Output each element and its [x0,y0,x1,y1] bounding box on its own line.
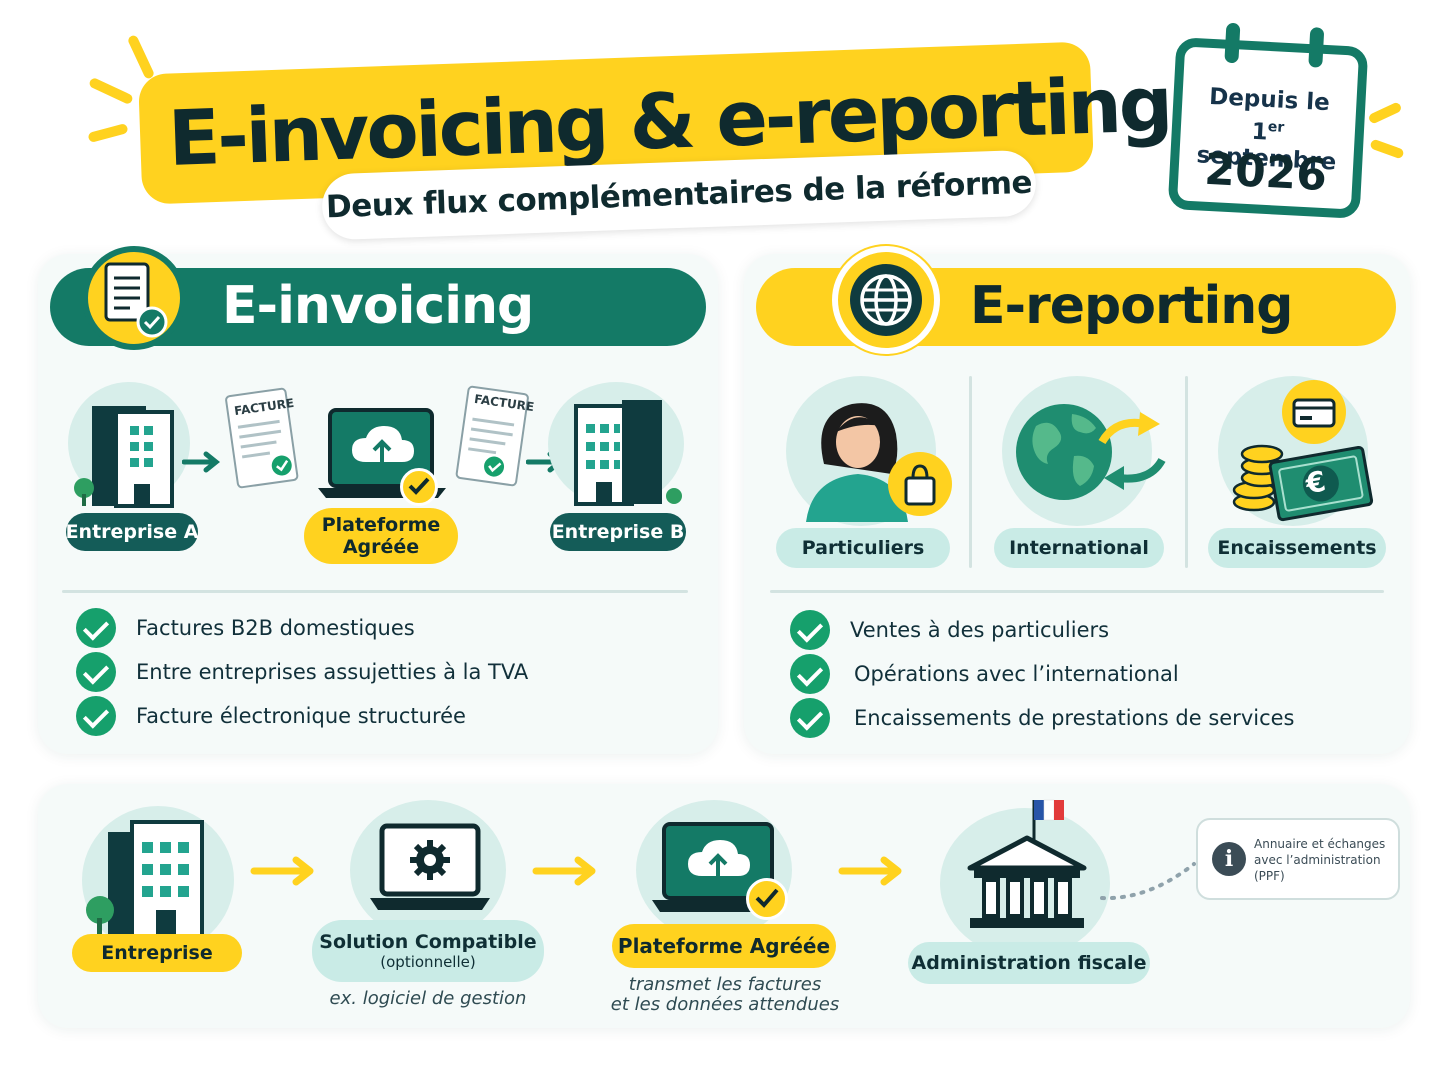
check-circle-icon [790,698,830,738]
category-encaissements: Encaissements [1208,528,1386,568]
list-item: Facture électronique structurée [76,694,528,738]
calendar-year: 2026 [1203,143,1329,202]
category-particuliers: Particuliers [776,528,950,568]
solution-note: ex. logiciel de gestion [329,988,527,1009]
solution-label: Solution Compatible (optionnelle) [312,920,544,982]
administration-label: Administration fiscale [908,942,1150,984]
check-circle-icon [76,652,116,692]
entreprise-b-label: Entreprise B [550,513,686,551]
bullet-text: Encaissements de prestations de services [854,706,1295,730]
plateforme-label-line-2: Agréée [342,536,420,558]
plateforme-note-line-1: transmet les factures [628,974,822,995]
document-check-icon [104,262,168,338]
check-circle-icon [790,610,830,650]
category-international: International [994,528,1164,568]
entreprise-label: Entreprise [72,934,242,972]
check-circle-icon [76,608,116,648]
sparkle-decoration [1369,138,1405,160]
category-divider [1185,376,1188,568]
person-shopping-icon [806,403,952,522]
calendar-ring [1224,22,1241,64]
ereporting-title: E-reporting [970,276,1294,336]
check-icon [408,477,430,495]
info-text: Annuaire et échanges avec l’administrati… [1254,837,1386,883]
government-building-icon [967,799,1087,928]
list-item: Factures B2B domestiques [76,606,528,650]
info-box: i Annuaire et échanges avec l’administra… [1196,818,1400,900]
einvoicing-bullet-list: Factures B2B domestiques Entre entrepris… [76,606,528,738]
sparkle-decoration [88,76,134,106]
building-icon [574,400,682,506]
plateforme-note-line-2: et les données attendues [610,994,840,1015]
info-icon: i [1212,842,1246,876]
calendar-ring [1308,27,1325,68]
bullet-text: Entre entreprises assujetties à la TVA [136,660,529,684]
solution-subtitle: (optionnelle) [380,953,476,971]
bullet-text: Opérations avec l’international [854,662,1179,686]
sparkle-decoration [87,122,129,144]
plateforme-label-line-1: Plateforme [321,514,441,536]
invoice-document-icon [225,387,299,489]
arrow-right-icon [532,856,596,886]
entreprise-a-label: Entreprise A [66,513,198,551]
arrow-right-icon [182,451,221,473]
globe-exchange-icon [1016,404,1166,500]
einvoicing-divider [62,590,688,593]
invoice-document-icon [455,385,529,487]
administration-circle [940,808,1110,958]
dotted-connector [1100,862,1196,901]
cash-card-icon [1232,380,1374,522]
building-icon [86,820,204,938]
einvoicing-title: E-invoicing [222,276,534,336]
calendar-badge: Depuis le 1er septembre 2026 [1167,22,1369,219]
platform-check-badge [746,878,788,920]
ereporting-divider [770,590,1384,593]
globe-icon [850,264,922,336]
laptop-cloud-icon [652,822,784,912]
check-circle-icon [76,696,116,736]
calendar-line-1: Depuis le [1208,83,1331,117]
list-item: Opérations avec l’international [790,652,1295,696]
einvoicing-header-circle [82,246,186,350]
category-divider [969,376,972,568]
ereporting-bullet-list: Ventes à des particuliers Opérations ave… [790,608,1295,740]
list-item: Encaissements de prestations de services [790,696,1295,740]
sparkle-decoration [1367,101,1403,125]
arrow-right-icon [250,856,314,886]
check-circle-icon [790,654,830,694]
bullet-text: Ventes à des particuliers [850,618,1110,642]
list-item: Entre entreprises assujetties à la TVA [76,650,528,694]
list-item: Ventes à des particuliers [790,608,1295,652]
plateforme-agreee-label: Plateforme Agréée [612,924,836,968]
solution-title: Solution Compatible [319,931,537,953]
arrow-right-icon [838,856,902,886]
plateforme-label: Plateforme Agréée [304,508,458,564]
sparkle-decoration [126,34,156,80]
building-icon [74,406,174,508]
laptop-cloud-icon [318,408,446,498]
platform-check-badge [400,468,438,506]
laptop-gear-icon [370,823,490,910]
check-icon [755,888,779,908]
bullet-text: Facture électronique structurée [136,704,466,728]
bullet-text: Factures B2B domestiques [136,616,415,640]
